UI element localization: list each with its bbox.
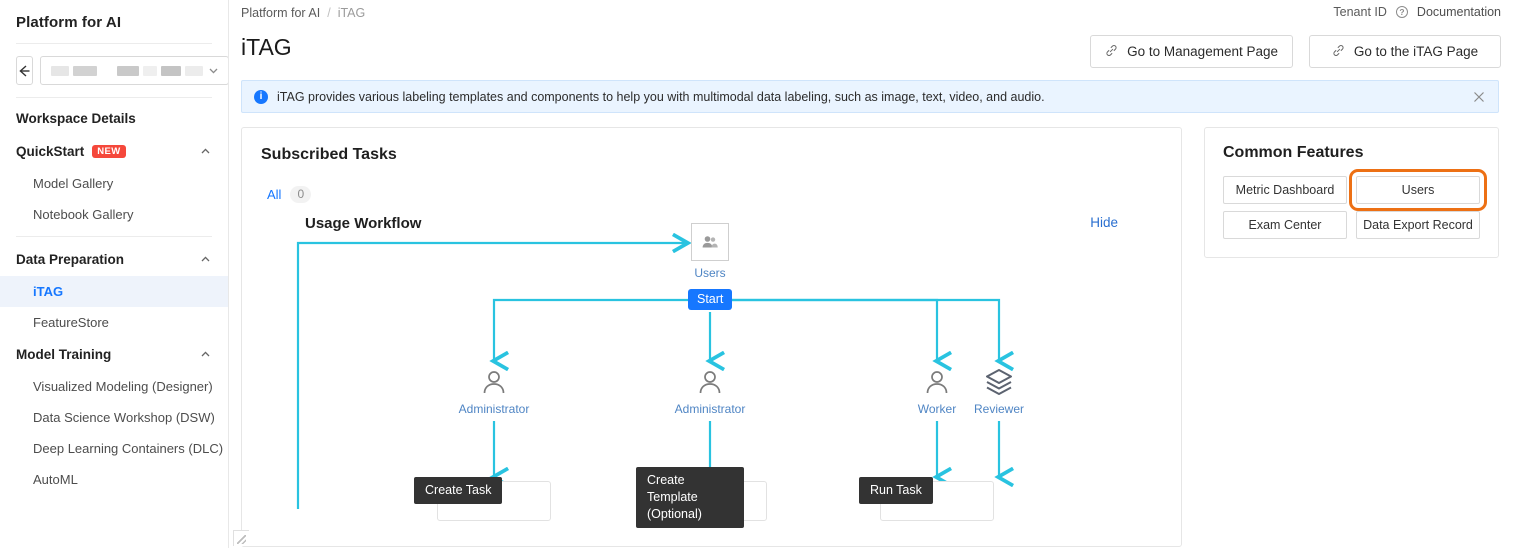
workspace-name-redacted bbox=[101, 65, 113, 76]
documentation-link[interactable]: Documentation bbox=[1416, 5, 1501, 19]
user-icon bbox=[664, 365, 756, 399]
sidebar-group-data-preparation[interactable]: Data Preparation bbox=[0, 243, 228, 276]
workspace-select[interactable] bbox=[40, 56, 228, 85]
info-banner-text: iTAG provides various labeling templates… bbox=[277, 89, 1045, 104]
tenant-id-label: Tenant ID bbox=[1333, 5, 1387, 19]
chevron-up-icon bbox=[199, 253, 212, 266]
workflow-node-reviewer[interactable]: Reviewer bbox=[953, 365, 1045, 416]
task-filter-tabs: All 0 bbox=[242, 164, 1181, 203]
exam-center-button[interactable]: Exam Center bbox=[1223, 211, 1347, 239]
sidebar-divider-quickstart bbox=[16, 236, 212, 237]
arrow-left-icon bbox=[19, 64, 30, 77]
workspace-name-redacted bbox=[161, 65, 181, 76]
workflow-node-label: Worker bbox=[917, 402, 957, 416]
common-features-card: Common Features Metric Dashboard Users E… bbox=[1204, 127, 1499, 258]
link-icon bbox=[1105, 44, 1118, 60]
feature-wrap-exam-center: Exam Center bbox=[1223, 211, 1347, 239]
chevron-up-icon bbox=[199, 145, 212, 158]
button-label: Go to the iTAG Page bbox=[1353, 44, 1479, 59]
question-circle-icon[interactable]: ? bbox=[1395, 6, 1408, 18]
layers-icon bbox=[953, 365, 1045, 399]
common-features-grid: Metric Dashboard Users Exam Center Data … bbox=[1223, 169, 1487, 239]
workflow-tooltip-run-task: Run Task bbox=[859, 477, 933, 504]
sidebar-group-quickstart[interactable]: QuickStart NEW bbox=[0, 135, 228, 168]
sidebar-divider-top bbox=[16, 43, 212, 44]
sidebar-group-label: QuickStart bbox=[16, 144, 85, 159]
common-features-title: Common Features bbox=[1223, 144, 1364, 161]
link-icon bbox=[1332, 44, 1345, 60]
workflow-tooltip-create-template: Create Template (Optional) bbox=[636, 467, 744, 528]
tab-all[interactable]: All bbox=[267, 187, 282, 202]
subscribed-tasks-card: Subscribed Tasks All 0 Usage Workflow Hi… bbox=[241, 127, 1182, 547]
sidebar-item-model-gallery[interactable]: Model Gallery bbox=[33, 176, 114, 191]
users-button[interactable]: Users bbox=[1356, 176, 1480, 204]
breadcrumb-separator: / bbox=[327, 6, 331, 20]
breadcrumb-root[interactable]: Platform for AI bbox=[241, 6, 321, 20]
chevron-down-icon bbox=[207, 64, 220, 77]
page-title: iTAG bbox=[241, 34, 292, 60]
sidebar-group-model-training[interactable]: Model Training bbox=[0, 338, 228, 371]
sidebar-divider-nav bbox=[16, 97, 212, 98]
sidebar-group-label: Model Training bbox=[16, 347, 112, 362]
workflow-node-label: Users bbox=[694, 266, 726, 280]
back-button[interactable] bbox=[16, 56, 33, 85]
info-circle-icon: i bbox=[254, 89, 268, 104]
sidebar-item-visualized-modeling[interactable]: Visualized Modeling (Designer) bbox=[33, 379, 213, 394]
workflow-node-label: Reviewer bbox=[973, 402, 1024, 416]
sidebar-group-label: Workspace Details bbox=[16, 111, 136, 126]
header-action-buttons: Go to Management Page Go to the iTAG Pag… bbox=[1090, 35, 1501, 68]
new-badge: NEW bbox=[92, 144, 126, 159]
sidebar: Platform for AI bbox=[0, 0, 229, 548]
button-label: Go to Management Page bbox=[1127, 44, 1278, 59]
feature-wrap-data-export-record: Data Export Record bbox=[1356, 211, 1480, 239]
workflow-start-badge: Start bbox=[688, 289, 733, 310]
go-to-management-page-button[interactable]: Go to Management Page bbox=[1090, 35, 1293, 68]
workflow-node-users[interactable]: Users bbox=[664, 223, 756, 280]
workspace-name-redacted bbox=[117, 65, 139, 76]
sidebar-item-itag[interactable]: iTAG bbox=[0, 276, 228, 307]
sidebar-item-dlc[interactable]: Deep Learning Containers (DLC) bbox=[33, 441, 224, 456]
workflow-node-administrator-1[interactable]: Administrator bbox=[448, 365, 540, 416]
workflow-node-label: Administrator bbox=[458, 402, 530, 416]
workspace-name-redacted bbox=[185, 65, 203, 76]
sidebar-item-automl[interactable]: AutoML bbox=[33, 472, 78, 487]
workspace-name-redacted bbox=[51, 65, 69, 76]
subscribed-tasks-title: Subscribed Tasks bbox=[261, 146, 397, 163]
usage-workflow: Usage Workflow Hide bbox=[242, 209, 1181, 528]
usage-workflow-title: Usage Workflow bbox=[305, 215, 422, 232]
sidebar-item-dsw[interactable]: Data Science Workshop (DSW) bbox=[33, 410, 215, 425]
breadcrumb: Platform for AI / iTAG bbox=[241, 0, 1499, 20]
task-count-badge: 0 bbox=[290, 186, 312, 203]
users-group-icon bbox=[691, 223, 729, 261]
metric-dashboard-button[interactable]: Metric Dashboard bbox=[1223, 176, 1347, 204]
info-banner: i iTAG provides various labeling templat… bbox=[241, 80, 1499, 113]
workflow-node-label: Administrator bbox=[674, 402, 746, 416]
product-title: Platform for AI bbox=[16, 14, 122, 31]
close-icon[interactable] bbox=[1472, 90, 1486, 104]
user-icon bbox=[448, 365, 540, 399]
user-icon bbox=[891, 365, 983, 399]
workflow-tooltip-create-task: Create Task bbox=[414, 477, 503, 504]
workspace-selector-row bbox=[0, 44, 228, 97]
workflow-node-administrator-2[interactable]: Administrator bbox=[664, 365, 756, 416]
page-header: Platform for AI / iTAG Tenant ID ? Docum… bbox=[229, 0, 1515, 76]
main-content: Platform for AI / iTAG Tenant ID ? Docum… bbox=[229, 0, 1515, 548]
content-row: Subscribed Tasks All 0 Usage Workflow Hi… bbox=[229, 113, 1515, 547]
sidebar-item-notebook-gallery[interactable]: Notebook Gallery bbox=[33, 207, 134, 222]
feature-wrap-metric-dashboard: Metric Dashboard bbox=[1223, 176, 1347, 204]
workflow-node-worker[interactable]: Worker bbox=[891, 365, 983, 416]
sidebar-group-label: Data Preparation bbox=[16, 252, 125, 267]
header-utility-links: Tenant ID ? Documentation bbox=[1333, 5, 1501, 19]
chevron-up-icon bbox=[199, 348, 212, 361]
sidebar-item-workspace-details[interactable]: Workspace Details bbox=[0, 98, 228, 135]
go-to-itag-page-button[interactable]: Go to the iTAG Page bbox=[1309, 35, 1501, 68]
hide-workflow-link[interactable]: Hide bbox=[1090, 215, 1118, 230]
workspace-name-redacted bbox=[73, 65, 97, 76]
feature-wrap-users: Users bbox=[1349, 169, 1487, 211]
panel-resize-handle[interactable] bbox=[233, 530, 249, 546]
sidebar-item-featurestore[interactable]: FeatureStore bbox=[33, 315, 109, 330]
workspace-name-redacted bbox=[143, 65, 157, 76]
data-export-record-button[interactable]: Data Export Record bbox=[1356, 211, 1480, 239]
breadcrumb-current: iTAG bbox=[337, 6, 366, 20]
